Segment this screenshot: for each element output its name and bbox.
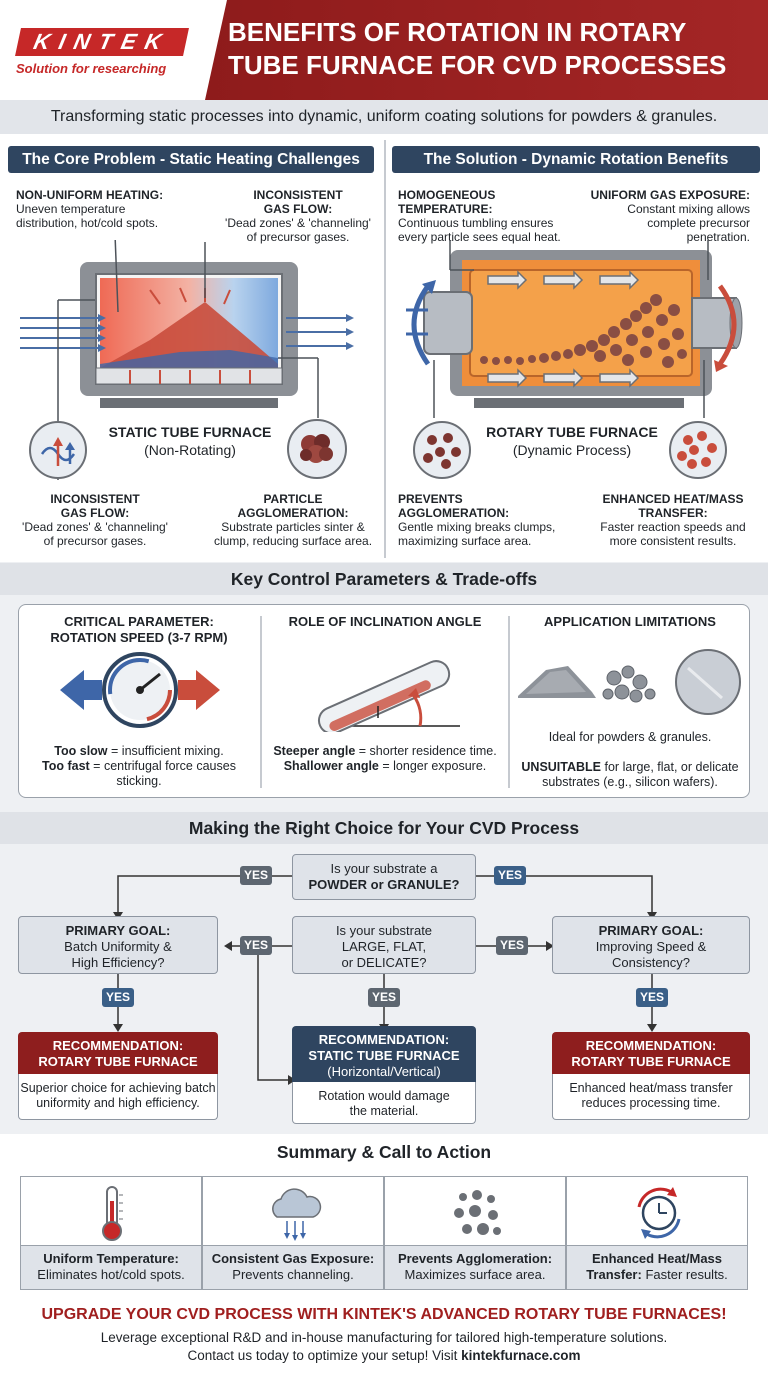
section-divider — [384, 140, 386, 558]
logo-tagline: Solution for researching — [16, 61, 167, 76]
static-furnace-label: STATIC TUBE FURNACE (Non-Rotating) — [108, 424, 272, 458]
page-title: BENEFITS OF ROTATION IN ROTARY TUBE FURN… — [228, 17, 727, 80]
thermometer-icon — [102, 1186, 123, 1241]
cloud-flow-icon — [272, 1188, 322, 1241]
params-divider-2 — [508, 616, 510, 788]
limitations-ideal: Ideal for powders & granules. — [548, 730, 712, 744]
inclined-tube-icon — [317, 660, 460, 732]
rotary-furnace-diagram — [406, 240, 743, 418]
cta-line-1: Leverage exceptional R&D and in-house ma… — [100, 1330, 668, 1345]
website-link[interactable]: kintekfurnace.com — [461, 1348, 581, 1363]
rotation-speed-text: Too slow = insufficient mixing. Too fast… — [42, 744, 236, 788]
rotary-furnace-label: ROTARY TUBE FURNACE (Dynamic Process) — [486, 424, 658, 458]
substrate-types-icon — [518, 649, 741, 715]
cta-title: UPGRADE YOUR CVD PROCESS WITH KINTEK'S A… — [41, 1306, 727, 1323]
params-divider-1 — [260, 616, 262, 788]
label-prevents-agglomeration: PREVENTS AGGLOMERATION: Gentle mixing br… — [398, 492, 556, 548]
header-banner — [205, 0, 768, 100]
inclination-text: Steeper angle = shorter residence time. … — [273, 744, 497, 773]
limitations-title: APPLICATION LIMITATIONS — [544, 614, 716, 629]
label-gas-flow-bottom: INCONSISTENT GAS FLOW: 'Dead zones' & 'c… — [22, 492, 168, 548]
solution-heading: The Solution - Dynamic Rotation Benefits — [392, 146, 760, 173]
rec-rotary-right: RECOMMENDATION: ROTARY TUBE FURNACE — [552, 1032, 750, 1074]
label-gas-flow-top: INCONSISTENT GAS FLOW: 'Dead zones' & 'c… — [225, 188, 371, 244]
label-non-uniform-heating: NON-UNIFORM HEATING: Uneven temperature … — [16, 188, 164, 230]
yes-badge-q2-down: YES — [368, 988, 400, 1007]
clock-cycle-icon — [637, 1187, 681, 1239]
yes-badge-q1-left: YES — [240, 866, 272, 885]
rec-rotary-left-body: Superior choice for achieving batch unif… — [18, 1074, 218, 1120]
summary-card-gas: Consistent Gas Exposure:Prevents channel… — [202, 1176, 384, 1290]
rec-rotary-right-body: Enhanced heat/mass transfer reduces proc… — [552, 1074, 750, 1120]
summary-heading: Summary & Call to Action — [276, 1142, 492, 1162]
gas-flow-icon — [29, 421, 87, 479]
cta-line-2: Contact us today to optimize your setup!… — [187, 1348, 581, 1363]
particles-spread-icon — [413, 421, 471, 479]
agglomeration-icon — [287, 419, 347, 479]
inclination-title: ROLE OF INCLINATION ANGLE — [288, 614, 482, 629]
choice-heading: Making the Right Choice for Your CVD Pro… — [0, 812, 768, 844]
speed-gauge-icon — [60, 652, 220, 728]
question-powder-granule: Is your substrate a POWDER or GRANULE? — [292, 854, 476, 900]
problem-heading: The Core Problem - Static Heating Challe… — [8, 146, 374, 173]
label-homogeneous-temperature: HOMOGENEOUS TEMPERATURE: Continuous tumb… — [398, 188, 561, 244]
particles-icon — [454, 1190, 501, 1235]
yes-badge-goal-left: YES — [102, 988, 134, 1007]
page-subtitle: Transforming static processes into dynam… — [0, 100, 768, 134]
heat-transfer-icon — [669, 421, 727, 479]
rec-static-body: Rotation would damage the material. — [292, 1082, 476, 1124]
label-enhanced-transfer: ENHANCED HEAT/MASS TRANSFER: Faster reac… — [600, 492, 746, 548]
yes-badge-goal-right: YES — [636, 988, 668, 1007]
rec-rotary-left: RECOMMENDATION: ROTARY TUBE FURNACE — [18, 1032, 218, 1074]
rec-static: RECOMMENDATION: STATIC TUBE FURNACE (Hor… — [292, 1026, 476, 1082]
goal-speed-consistency: PRIMARY GOAL: Improving Speed & Consiste… — [552, 916, 750, 974]
static-furnace-diagram — [20, 240, 354, 480]
rotation-speed-title: CRITICAL PARAMETER: ROTATION SPEED (3-7 … — [50, 614, 228, 645]
yes-badge-q1-right: YES — [494, 866, 526, 885]
summary-card-agglomeration: Prevents Agglomeration:Maximizes surface… — [384, 1176, 566, 1290]
question-large-flat: Is your substrate LARGE, FLAT, or DELICA… — [292, 916, 476, 974]
limitations-unsuitable: UNSUITABLE for large, flat, or delicate … — [521, 760, 739, 789]
label-particle-agglomeration: PARTICLE AGGLOMERATION: Substrate partic… — [213, 492, 373, 548]
yes-badge-q2-right: YES — [496, 936, 528, 955]
summary-card-temperature: Uniform Temperature:Eliminates hot/cold … — [20, 1176, 202, 1290]
params-heading: Key Control Parameters & Trade-offs — [0, 563, 768, 595]
label-uniform-gas-exposure: UNIFORM GAS EXPOSURE: Constant mixing al… — [590, 188, 750, 244]
goal-batch-uniformity: PRIMARY GOAL: Batch Uniformity & High Ef… — [18, 916, 218, 974]
yes-badge-q2-left: YES — [240, 936, 272, 955]
kintek-logo[interactable]: KINTEK — [15, 28, 189, 56]
